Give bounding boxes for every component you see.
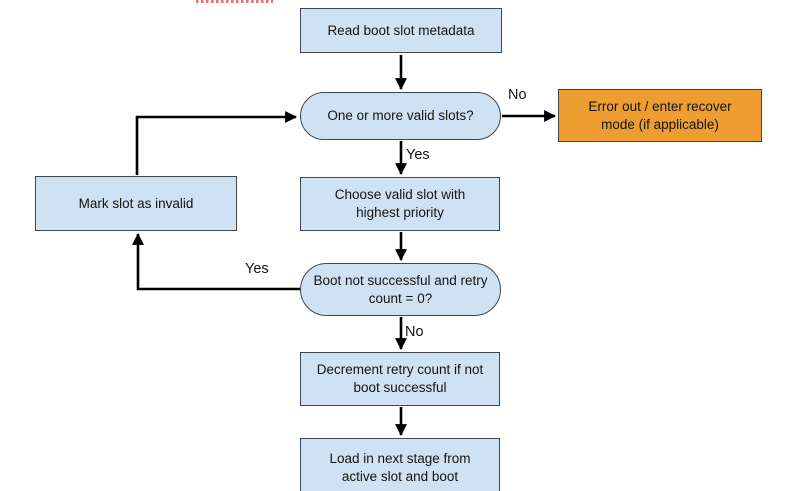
node-label: Error out / enter recover mode (if appli… xyxy=(588,98,732,132)
node-label: Read boot slot metadata xyxy=(327,22,475,38)
node-boot-retry-decision: Boot not successful and retry count = 0? xyxy=(300,263,501,316)
node-load-next-stage: Load in next stage from active slot and … xyxy=(300,438,500,491)
node-label: Mark slot as invalid xyxy=(78,195,194,211)
connector-decision2-to-mark xyxy=(132,232,300,291)
node-label: One or more valid slots? xyxy=(327,108,474,124)
node-label: Choose valid slot with highest priority xyxy=(334,187,466,220)
edge-label-yes-to-choose: Yes xyxy=(406,147,430,163)
node-read-boot-slot-metadata: Read boot slot metadata xyxy=(300,8,502,53)
node-choose-valid-slot: Choose valid slot with highest priority xyxy=(300,177,500,231)
node-mark-slot-invalid: Mark slot as invalid xyxy=(35,176,237,231)
edge-label-no-to-error: No xyxy=(508,87,527,103)
node-label: Decrement retry count if not boot succes… xyxy=(316,362,484,395)
red-dotted-line xyxy=(196,0,273,3)
node-valid-slots-decision: One or more valid slots? xyxy=(300,92,501,140)
connector-mark-to-decision1 xyxy=(135,111,298,175)
edge-label-no-to-decrement: No xyxy=(405,324,424,340)
edge-label-yes-to-mark: Yes xyxy=(245,261,269,277)
node-decrement-retry-count: Decrement retry count if not boot succes… xyxy=(300,352,500,406)
node-label: Boot not successful and retry count = 0? xyxy=(313,272,488,306)
node-error-recover-mode: Error out / enter recover mode (if appli… xyxy=(558,89,762,142)
node-label: Load in next stage from active slot and … xyxy=(329,451,471,484)
